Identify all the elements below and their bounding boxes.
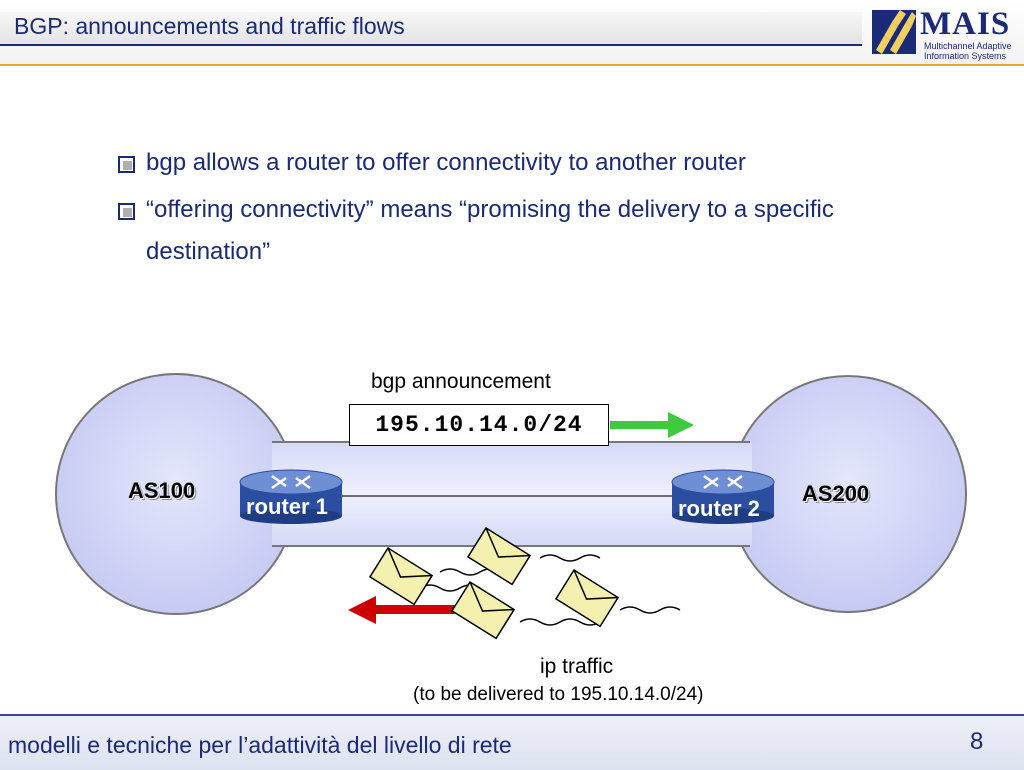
checkbox-bullet-icon	[118, 203, 135, 220]
page-number: 8	[970, 728, 984, 755]
slide-footer: modelli e tecniche per l’adattività del …	[0, 714, 1024, 770]
slide-title: BGP: announcements and traffic flows	[14, 13, 405, 39]
logo-subtitle-1: Multichannel Adaptive	[924, 41, 1012, 51]
router-1-icon	[239, 469, 343, 524]
logo-emblem-icon	[872, 10, 916, 54]
as100-label: AS100	[128, 478, 196, 503]
announced-prefix: 195.10.14.0/24	[349, 404, 609, 446]
bullet-item: “offering connectivity” means “promising…	[116, 189, 836, 273]
bullet-list: bgp allows a router to offer connectivit…	[116, 142, 836, 278]
logo-subtitle-2: Information Systems	[924, 51, 1007, 61]
router-1-label: router 1	[246, 494, 328, 519]
bgp-announcement-label: bgp announcement	[371, 370, 551, 393]
title-bar	[0, 12, 862, 46]
router-2-label: router 2	[678, 496, 760, 521]
ip-traffic-label: ip traffic	[540, 655, 614, 678]
header-divider	[0, 64, 1024, 66]
bullet-text: “offering connectivity” means “promising…	[146, 196, 834, 265]
bullet-item: bgp allows a router to offer connectivit…	[116, 142, 836, 184]
bullet-text: bgp allows a router to offer connectivit…	[146, 149, 746, 176]
checkbox-bullet-icon	[118, 156, 135, 173]
announcement-arrow-icon	[610, 412, 694, 438]
footer-text: modelli e tecniche per l’adattività del …	[8, 732, 512, 758]
slide-header: BGP: announcements and traffic flows MAI…	[0, 0, 1024, 66]
traffic-arrow-icon	[348, 596, 464, 624]
ip-packets-icon	[368, 526, 681, 640]
ip-traffic-destination: (to be delivered to 195.10.14.0/24)	[413, 684, 704, 705]
mais-logo: MAIS Multichannel Adaptive Information S…	[870, 6, 1020, 61]
as200-label: AS200	[802, 481, 870, 506]
logo-text: MAIS	[920, 6, 1011, 42]
router-2-icon	[671, 469, 775, 524]
